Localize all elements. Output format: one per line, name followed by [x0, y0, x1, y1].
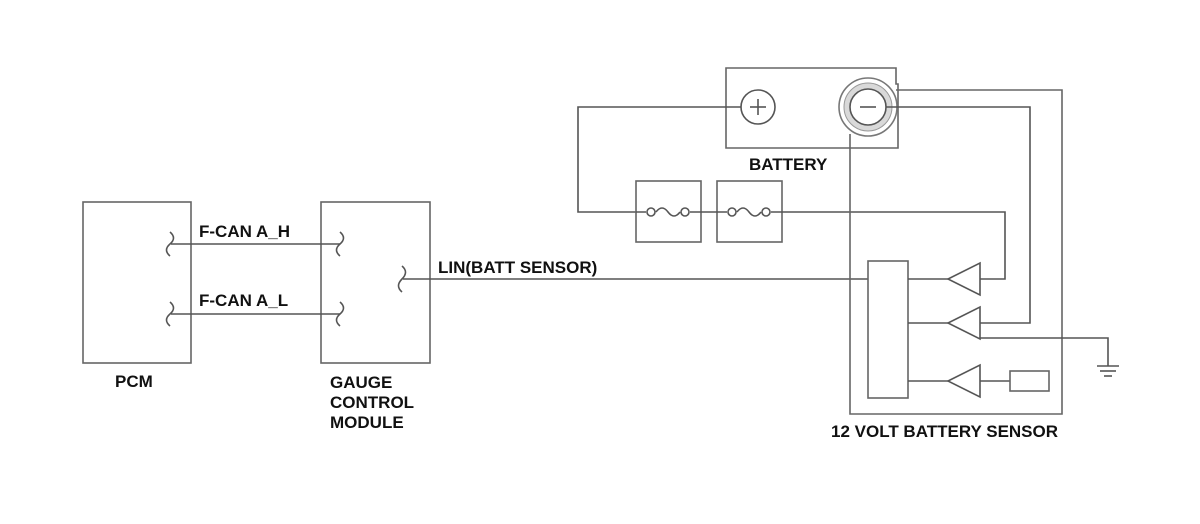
gauge-control-module [320, 201, 431, 364]
sensor-ic-block [867, 260, 909, 399]
battery-positive-terminal [740, 89, 776, 125]
temperature-sensor-element [1009, 370, 1050, 392]
gcm-label-line2: CONTROL [330, 393, 414, 412]
ground-icon [1097, 365, 1119, 377]
amplifier-current [908, 305, 981, 341]
battery-positive-wire [577, 106, 741, 213]
gcm-label-line1: GAUGE [330, 373, 392, 392]
can-low-label: F-CAN A_L [199, 291, 288, 310]
can-high-wire [165, 231, 345, 257]
amplifier-temperature [908, 363, 1010, 399]
battery-negative-terminal [838, 77, 898, 137]
fused-supply-wire [782, 211, 1006, 280]
pcm-module [82, 201, 192, 364]
sensor-housing [849, 89, 1063, 415]
pcm-label: PCM [115, 372, 153, 391]
gcm-label-line3: MODULE [330, 413, 404, 432]
fuse-2-element [701, 207, 782, 217]
can-low-wire [165, 301, 345, 327]
fuse-1-element [636, 207, 701, 217]
battery-label: BATTERY [749, 155, 828, 174]
sensor-label: 12 VOLT BATTERY SENSOR [831, 422, 1058, 441]
lin-label: LIN(BATT SENSOR) [438, 258, 597, 277]
can-high-label: F-CAN A_H [199, 222, 290, 241]
amplifier-voltage [908, 261, 981, 297]
battery-negative-wire [886, 106, 1031, 324]
ground-wire [980, 337, 1109, 366]
lin-wire [397, 265, 868, 293]
